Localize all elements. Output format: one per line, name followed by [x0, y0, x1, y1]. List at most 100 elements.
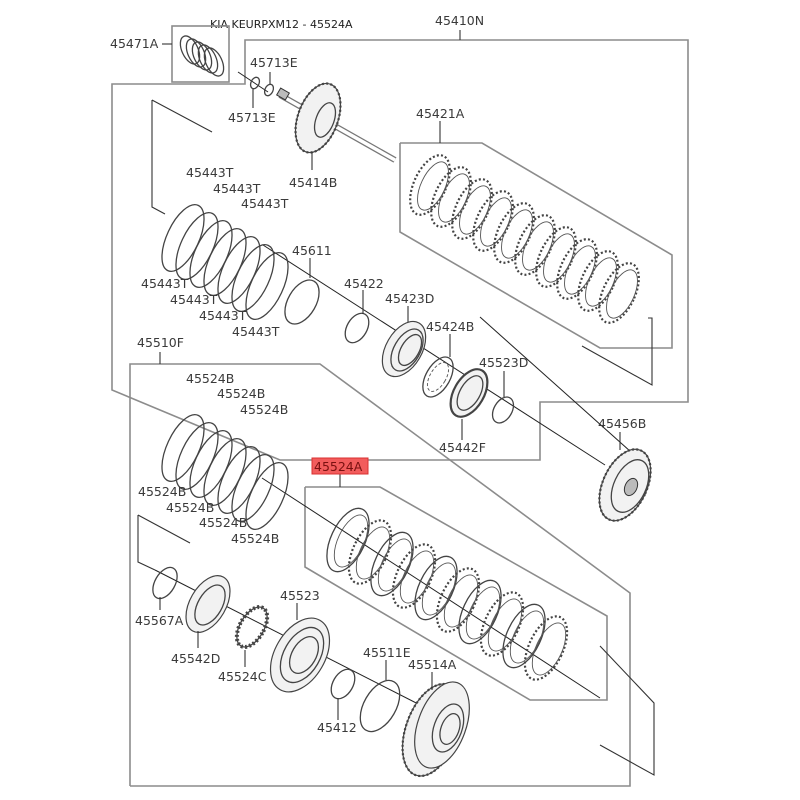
spring-45471A	[179, 35, 225, 77]
label-45443T-4[interactable]: 45443T	[141, 276, 189, 291]
hub-45524C	[234, 605, 270, 649]
label-45410N[interactable]: 45410N	[435, 13, 484, 28]
clutch-plates-45421A	[409, 154, 640, 324]
clutch-plate	[502, 603, 546, 669]
clutch-plate-inner	[543, 233, 575, 283]
label-45713E-top[interactable]: 45713E	[250, 55, 298, 70]
clutch-plate	[556, 238, 598, 300]
label-45567A[interactable]: 45567A	[135, 613, 184, 628]
highlight-box-45524A	[311, 457, 369, 475]
clutch-plate-inner	[606, 269, 638, 319]
label-45542D[interactable]: 45542D	[171, 651, 220, 666]
bracket-left-lower	[137, 515, 156, 571]
clutch-plate-inner	[509, 610, 545, 664]
spring-plate-45424B	[422, 356, 454, 398]
clutch-plate	[430, 166, 472, 228]
clutch-plate-inner	[421, 562, 457, 616]
ring-45523D	[491, 396, 515, 424]
label-45412[interactable]: 45412	[317, 720, 357, 735]
label-45442F[interactable]: 45442F	[439, 440, 486, 455]
axis-ring-tail	[479, 316, 641, 461]
clutch-plate	[409, 154, 451, 216]
clutch-plate-inner	[355, 526, 391, 580]
ring-45567A	[152, 566, 178, 600]
clutch-plate-inner	[377, 538, 413, 592]
snap-rings-45524B	[161, 414, 289, 530]
clutch-plate	[347, 519, 393, 585]
clutch-plate-inner	[465, 586, 501, 640]
seal-plate-45442F	[449, 368, 489, 418]
bracket-right-upper	[581, 317, 653, 386]
frame-45510F	[129, 363, 631, 787]
gear-shaft-45414B	[275, 82, 397, 163]
axis-upper-clutch	[261, 477, 601, 699]
clutch-plate-inner	[480, 197, 512, 247]
label-45523[interactable]: 45523	[280, 588, 320, 603]
clutch-plate-inner	[564, 245, 596, 295]
label-45443T-7[interactable]: 45443T	[232, 324, 280, 339]
label-45611[interactable]: 45611	[292, 243, 332, 258]
label-45511E[interactable]: 45511E	[363, 645, 411, 660]
clutch-plate-inner	[522, 221, 554, 271]
label-45443T-6[interactable]: 45443T	[199, 308, 247, 323]
ring-45713E-b	[263, 83, 275, 97]
snap-ring	[231, 244, 275, 312]
clutch-plate	[514, 214, 556, 276]
clutch-plate-inner	[333, 514, 369, 568]
clutch-plate-inner	[487, 598, 523, 652]
label-45443T-3[interactable]: 45443T	[241, 196, 289, 211]
label-45414B[interactable]: 45414B	[289, 175, 337, 190]
axis	[237, 71, 269, 93]
plate-45542D	[185, 575, 231, 633]
clutch-plate-inner	[443, 574, 479, 628]
clutch-plate-inner	[501, 209, 533, 259]
label-45524B-4[interactable]: 45524B	[138, 484, 186, 499]
label-45471A[interactable]: 45471A	[110, 36, 159, 51]
label-45424B[interactable]: 45424B	[426, 319, 474, 334]
label-45443T-1[interactable]: 45443T	[186, 165, 234, 180]
label-45422[interactable]: 45422	[344, 276, 384, 291]
diagram-title: KIA KEURPXM12 - 45524A	[210, 18, 353, 31]
label-45423D[interactable]: 45423D	[385, 291, 434, 306]
clutch-plates-45524A[interactable]	[318, 502, 576, 686]
label-45524B-6[interactable]: 45524B	[199, 515, 247, 530]
clutch-plate	[326, 507, 370, 573]
clutch-plate	[493, 202, 535, 264]
ring-45713E-a	[249, 76, 261, 90]
label-45510F[interactable]: 45510F	[137, 335, 184, 350]
ring-45412	[330, 668, 356, 700]
label-45443T-5[interactable]: 45443T	[170, 292, 218, 307]
label-45443T-2[interactable]: 45443T	[213, 181, 261, 196]
label-45713E-bottom[interactable]: 45713E	[228, 110, 276, 125]
label-45524B-3[interactable]: 45524B	[240, 402, 288, 417]
clutch-plate	[598, 262, 640, 324]
clutch-plate	[523, 615, 569, 681]
piston-45523	[269, 617, 331, 693]
clutch-plate-inner	[438, 173, 470, 223]
label-45524B-1[interactable]: 45524B	[186, 371, 234, 386]
label-45514A[interactable]: 45514A	[408, 657, 457, 672]
clutch-plate	[479, 591, 525, 657]
label-45524A[interactable]: 45524A	[314, 459, 363, 474]
piston-45423D	[381, 320, 427, 378]
label-45524B-2[interactable]: 45524B	[217, 386, 265, 401]
bracket-left-upper	[151, 100, 166, 215]
label-45421A[interactable]: 45421A	[416, 106, 465, 121]
bracket-right-lower	[599, 645, 655, 776]
snap-ring	[245, 462, 289, 530]
label-45524C[interactable]: 45524C	[218, 669, 267, 684]
clutch-plate	[435, 567, 481, 633]
ring-45511E	[359, 679, 401, 733]
label-45456B[interactable]: 45456B	[598, 416, 646, 431]
frame-45524A	[304, 486, 608, 701]
clutch-plate	[370, 531, 414, 597]
snap-ring	[231, 454, 275, 522]
bracket-line	[151, 99, 213, 133]
label-45524B-5[interactable]: 45524B	[166, 500, 214, 515]
snap-ring	[245, 252, 289, 320]
drum-45514A	[401, 681, 470, 778]
label-45523D[interactable]: 45523D	[479, 355, 528, 370]
label-45524B-7[interactable]: 45524B	[231, 531, 279, 546]
ring-45422	[344, 312, 370, 344]
